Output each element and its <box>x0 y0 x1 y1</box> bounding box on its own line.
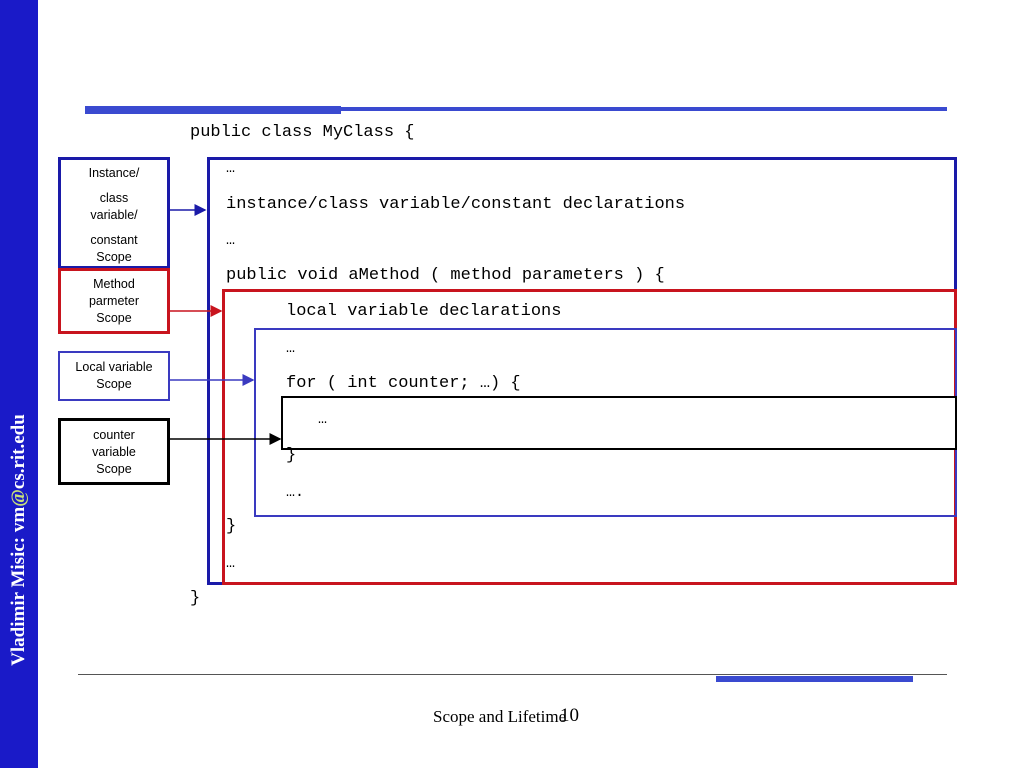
page-number: 10 <box>560 705 579 726</box>
code-instance-decl: instance/class variable/constant declara… <box>226 195 686 214</box>
footer-title: Scope and Lifetime <box>433 707 567 726</box>
top-rule-accent <box>85 106 341 114</box>
bottom-rule <box>78 674 947 675</box>
code-for-open: for ( int counter; …) { <box>286 374 521 393</box>
local-scope-label: Local variable Scope <box>58 351 170 401</box>
instance-scope-label-line1: Instance/ <box>88 166 140 180</box>
instance-scope-label-line2: class variable/ <box>90 191 138 222</box>
code-local-decl: local variable declarations <box>286 302 562 321</box>
counter-scope-label: counter variable Scope <box>58 418 170 485</box>
code-for-close: } <box>286 446 297 465</box>
local-scope-label-text: Local variable Scope <box>75 360 153 391</box>
code-ellipsis-5: … <box>226 555 236 572</box>
top-rule <box>85 107 947 111</box>
code-ellipsis-2: … <box>226 232 236 249</box>
code-ellipsis-1: … <box>226 160 236 177</box>
code-method-close: } <box>226 517 237 536</box>
code-for-body: … <box>318 411 328 428</box>
code-ellipsis-4: …. <box>286 484 305 501</box>
instance-scope-label: Instance/ class variable/ constant Scope <box>58 157 170 269</box>
counter-scope-box <box>281 396 957 450</box>
method-scope-label-text: Method parmeter Scope <box>88 277 140 325</box>
instance-scope-label-line3: constant Scope <box>90 233 138 264</box>
code-class-close: } <box>190 589 201 608</box>
code-class-open: public class MyClass { <box>190 123 415 142</box>
method-scope-label: Method parmeter Scope <box>58 268 170 334</box>
bottom-rule-accent <box>716 676 913 682</box>
code-method-open: public void aMethod ( method parameters … <box>226 266 665 285</box>
counter-scope-label-text: counter variable Scope <box>92 428 136 476</box>
code-ellipsis-3: … <box>286 340 296 357</box>
sidebar-band <box>0 0 38 768</box>
